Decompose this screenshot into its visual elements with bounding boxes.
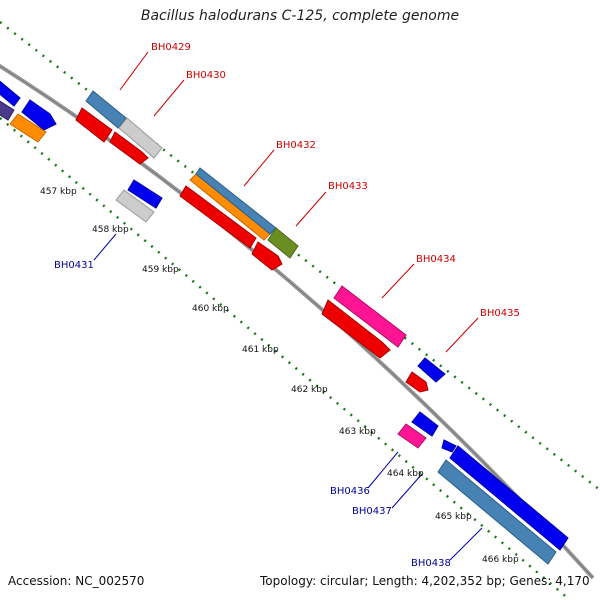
gene-arrow-red[interactable]: [405, 371, 429, 393]
gene-label: BH0434: [416, 254, 456, 265]
gene-bh0431[interactable]: [115, 189, 155, 223]
reverse-label-leaders: [93, 233, 483, 561]
kbp-tick-label: 458 kbp: [92, 225, 129, 235]
gene-arrow-red[interactable]: [251, 241, 283, 271]
gene-bh0434[interactable]: [333, 285, 407, 348]
kbp-tick-label: 462 kbp: [291, 385, 328, 395]
gene-label: BH0432: [276, 140, 316, 151]
gene-bh0436[interactable]: [397, 423, 427, 449]
gene-bh0435[interactable]: [417, 357, 446, 383]
kbp-tick-label: 460 kbp: [192, 304, 229, 314]
accession-label: Accession: NC_002570: [8, 574, 145, 588]
gene-arrow[interactable]: [127, 179, 163, 209]
gene-bh0430[interactable]: [118, 117, 163, 159]
gene-label: BH0437: [352, 506, 392, 517]
inner-dotted-ruler: [0, 117, 571, 600]
kbp-tick-label: 465 kbp: [435, 512, 472, 522]
gene-bh0437[interactable]: [449, 445, 569, 551]
gene-label: BH0435: [480, 308, 520, 319]
gene-arrow[interactable]: [411, 411, 439, 437]
gene-label: BH0430: [186, 70, 226, 81]
gene-bh0429[interactable]: [85, 90, 127, 129]
gene-label: BH0433: [328, 181, 368, 192]
kbp-tick-label: 464 kbp: [387, 469, 424, 479]
gene-label: BH0438: [411, 558, 451, 569]
gene-bh0433[interactable]: [267, 227, 299, 259]
gene-arrow-red[interactable]: [321, 299, 391, 359]
gene-arrow-red[interactable]: [109, 131, 149, 165]
gene-arrow[interactable]: [9, 113, 47, 143]
gene-arrow-red[interactable]: [179, 185, 257, 249]
topology-label: Topology: circular; Length: 4,202,352 bp…: [260, 574, 590, 588]
gene-bh0438[interactable]: [437, 459, 557, 565]
gene-arrow[interactable]: [441, 439, 457, 453]
kbp-tick-label: 463 kbp: [339, 427, 376, 437]
kbp-tick-label: 457 kbp: [40, 187, 77, 197]
outer-dotted-ruler: [0, 21, 600, 491]
kbp-tick-label: 461 kbp: [242, 345, 279, 355]
gene-label: BH0436: [330, 486, 370, 497]
kbp-tick-label: 466 kbp: [482, 555, 519, 565]
gene-arrow[interactable]: [0, 78, 21, 107]
map-title: Bacillus halodurans C-125, complete geno…: [140, 8, 460, 24]
gene-arrow[interactable]: [21, 99, 57, 131]
kbp-tick-label: 459 kbp: [142, 265, 179, 275]
forward-label-leaders: [119, 51, 479, 353]
gene-arrow[interactable]: [0, 100, 15, 121]
gene-bh0432[interactable]: [195, 167, 277, 235]
gene-label: BH0431: [54, 260, 94, 271]
gene-arrow-red[interactable]: [75, 107, 113, 143]
gene-label: BH0429: [151, 42, 191, 53]
